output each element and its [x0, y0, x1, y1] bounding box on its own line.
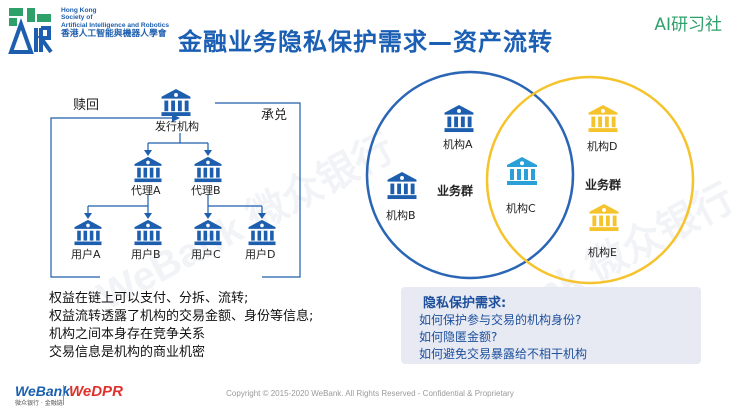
copyright-footer: Copyright © 2015-2020 WeBank. All Rights…	[226, 389, 514, 398]
honor-label: 承兑	[261, 108, 288, 123]
agent-b-label: 代理B	[191, 184, 221, 197]
inst-a-label: 机构A	[443, 138, 473, 151]
society-name: Hong Kong Society of Artificial Intellig…	[61, 7, 169, 40]
society-line-3: Artificial Intelligence and Robotics	[61, 21, 170, 29]
inst-d-label: 机构D	[587, 140, 618, 153]
requirements-heading: 隐私保护需求:	[423, 296, 507, 311]
inst-c-bank-icon	[506, 156, 538, 186]
inst-a-bank-icon	[443, 104, 475, 133]
requirement-item: 如何保护参与交易的机构身份?	[419, 313, 582, 327]
bullet-item: 权益在链上可以支付、分拆、流转;	[49, 291, 249, 306]
bullet-item: 交易信息是机构的商业机密	[49, 345, 206, 360]
hksair-logo-icon	[8, 8, 53, 54]
redeem-label: 赎回	[73, 98, 100, 113]
bullet-item: 权益流转透露了机构的交易金额、身份等信息;	[49, 309, 314, 324]
issuer-label: 发行机构	[155, 120, 199, 133]
inst-b-bank-icon	[386, 171, 418, 200]
inst-e-label: 机构E	[588, 246, 617, 259]
user-b-label: 用户B	[131, 248, 161, 261]
inst-e-bank-icon	[588, 203, 620, 232]
user-d-label: 用户D	[245, 248, 276, 261]
society-line-4: 香港人工智能與機器人學會	[61, 29, 167, 40]
society-line-1: Hong Kong	[61, 7, 97, 14]
requirement-item: 如何隐匿金额?	[419, 330, 498, 344]
webank-subtitle: 微众银行 · 金融链	[15, 400, 63, 407]
ai-brand-logo: AI研习社	[654, 15, 722, 35]
footer-divider	[63, 385, 64, 405]
inst-c-label: 机构C	[506, 202, 536, 215]
right-group-circle	[485, 75, 695, 285]
webank-logo: WeBank	[15, 383, 70, 399]
user-c-label: 用户C	[191, 248, 221, 261]
wedpr-logo: WeDPR	[69, 383, 123, 400]
requirement-item: 如何避免交易暴露给不相干机构	[419, 347, 588, 361]
society-line-2: Society of	[61, 14, 93, 22]
privacy-requirements-box: 隐私保护需求: 如何保护参与交易的机构身份? 如何隐匿金额? 如何避免交易暴露给…	[401, 287, 701, 364]
inst-d-bank-icon	[587, 104, 619, 133]
society-logo	[7, 6, 55, 54]
inst-b-label: 机构B	[386, 209, 416, 222]
agent-a-label: 代理A	[131, 184, 161, 197]
left-group-label: 业务群	[437, 184, 474, 198]
page-title: 金融业务隐私保护需求—资产流转	[178, 28, 553, 56]
left-group-circle	[365, 70, 575, 280]
bullet-item: 机构之间本身存在竞争关系	[49, 327, 206, 342]
bullet-list: 权益在链上可以支付、分拆、流转; 权益流转透露了机构的交易金额、身份等信息; 机…	[49, 290, 313, 362]
right-group-label: 业务群	[585, 178, 622, 192]
user-a-label: 用户A	[71, 248, 101, 261]
